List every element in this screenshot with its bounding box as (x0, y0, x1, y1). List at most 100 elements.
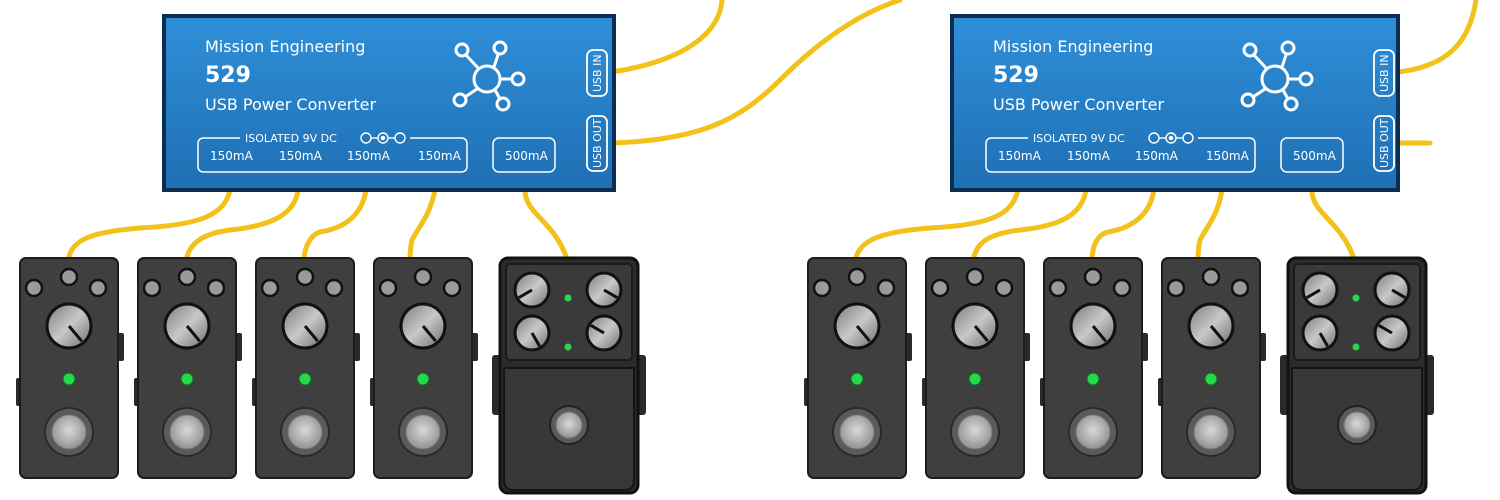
output-5-rating: 500mA (505, 149, 548, 163)
footswitch-cap (957, 414, 993, 450)
led-indicator (180, 372, 194, 386)
mini-pedal (1040, 257, 1148, 479)
knob[interactable] (1069, 302, 1117, 350)
knob-cap (965, 267, 985, 287)
knob[interactable] (513, 314, 551, 352)
small-knob[interactable] (1048, 278, 1068, 298)
brand-name: Mission Engineering (993, 37, 1154, 56)
footswitch[interactable] (162, 407, 212, 457)
knob[interactable] (1187, 302, 1235, 350)
output-1-rating: 150mA (210, 149, 253, 163)
small-knob[interactable] (1112, 278, 1132, 298)
footswitch-cap (839, 414, 875, 450)
knob[interactable] (281, 302, 329, 350)
output-3-rating: 150mA (1135, 149, 1178, 163)
pedal-body (925, 257, 1025, 479)
small-knob[interactable] (442, 278, 462, 298)
small-knob[interactable] (177, 267, 197, 287)
knob[interactable] (1373, 271, 1411, 309)
knob[interactable] (833, 302, 881, 350)
knob[interactable] (951, 302, 999, 350)
knob[interactable] (1301, 314, 1339, 352)
isolated-output-frame (985, 137, 1256, 173)
small-knob[interactable] (994, 278, 1014, 298)
footswitch-cap (1343, 411, 1371, 439)
footswitch[interactable] (280, 407, 330, 457)
knob-pointer (303, 325, 319, 343)
output-1-rating: 150mA (998, 149, 1041, 163)
footswitch[interactable] (1068, 407, 1118, 457)
knob[interactable] (45, 302, 93, 350)
small-knob[interactable] (324, 278, 344, 298)
small-knob[interactable] (378, 278, 398, 298)
small-knob[interactable] (847, 267, 867, 287)
small-knob[interactable] (413, 267, 433, 287)
knob-pointer (1091, 325, 1107, 343)
cable-link-usb-out-to-usb-in (609, 0, 903, 146)
led-indicator (968, 372, 982, 386)
small-knob[interactable] (206, 278, 226, 298)
footswitch[interactable] (398, 407, 448, 457)
footswitch[interactable] (950, 407, 1000, 457)
mini-pedal (1158, 257, 1266, 479)
small-knob[interactable] (1230, 278, 1250, 298)
footswitch[interactable] (1337, 405, 1377, 445)
small-knob[interactable] (88, 278, 108, 298)
led-indicator (298, 372, 312, 386)
footswitch[interactable] (549, 405, 589, 445)
footswitch-cap (287, 414, 323, 450)
footswitch-cap (1075, 414, 1111, 450)
small-knob[interactable] (876, 278, 896, 298)
knob[interactable] (1301, 271, 1339, 309)
small-knob[interactable] (142, 278, 162, 298)
knob-cap (1083, 267, 1103, 287)
small-knob[interactable] (59, 267, 79, 287)
usb-in-port[interactable] (1373, 49, 1395, 97)
knob-cap (177, 267, 197, 287)
knob-cap (59, 267, 79, 287)
small-knob[interactable] (260, 278, 280, 298)
knob[interactable] (399, 302, 447, 350)
product-name: USB Power Converter (993, 95, 1165, 114)
knob[interactable] (585, 314, 623, 352)
usb-in-port[interactable] (586, 49, 608, 97)
usb-in-label: USB IN (591, 54, 604, 92)
knob[interactable] (513, 271, 551, 309)
small-knob[interactable] (295, 267, 315, 287)
usb-out-port[interactable] (586, 115, 608, 172)
small-knob[interactable] (812, 278, 832, 298)
small-knob[interactable] (24, 278, 44, 298)
small-knob[interactable] (1201, 267, 1221, 287)
output-3-rating: 150mA (347, 149, 390, 163)
knob-cap (847, 267, 867, 287)
small-knob[interactable] (1166, 278, 1186, 298)
knob-cap (930, 278, 950, 298)
led-indicator (850, 372, 864, 386)
knob[interactable] (585, 271, 623, 309)
pedal-body (1161, 257, 1261, 479)
pedal-body (807, 257, 907, 479)
footswitch[interactable] (1186, 407, 1236, 457)
pedals (16, 256, 1434, 495)
usb-out-port[interactable] (1373, 115, 1395, 172)
isolated-label: ISOLATED 9V DC (245, 132, 337, 145)
knob-cap (1201, 267, 1221, 287)
footswitch[interactable] (44, 407, 94, 457)
small-knob[interactable] (1083, 267, 1103, 287)
brand-name: Mission Engineering (205, 37, 366, 56)
knob-cap (413, 267, 433, 287)
small-knob[interactable] (930, 278, 950, 298)
model-number: 529 (993, 63, 1039, 88)
pedal-body (1043, 257, 1143, 479)
small-knob[interactable] (965, 267, 985, 287)
isolated-label: ISOLATED 9V DC (1033, 132, 1125, 145)
mini-pedal (922, 257, 1030, 479)
network-hub-icon (452, 40, 526, 112)
knob[interactable] (1373, 314, 1411, 352)
usb-in-label: USB IN (1378, 54, 1391, 92)
led-indicator (1086, 372, 1100, 386)
footswitch[interactable] (832, 407, 882, 457)
knob-cap (378, 278, 398, 298)
knob[interactable] (163, 302, 211, 350)
cable-pedal-5 (522, 187, 571, 265)
